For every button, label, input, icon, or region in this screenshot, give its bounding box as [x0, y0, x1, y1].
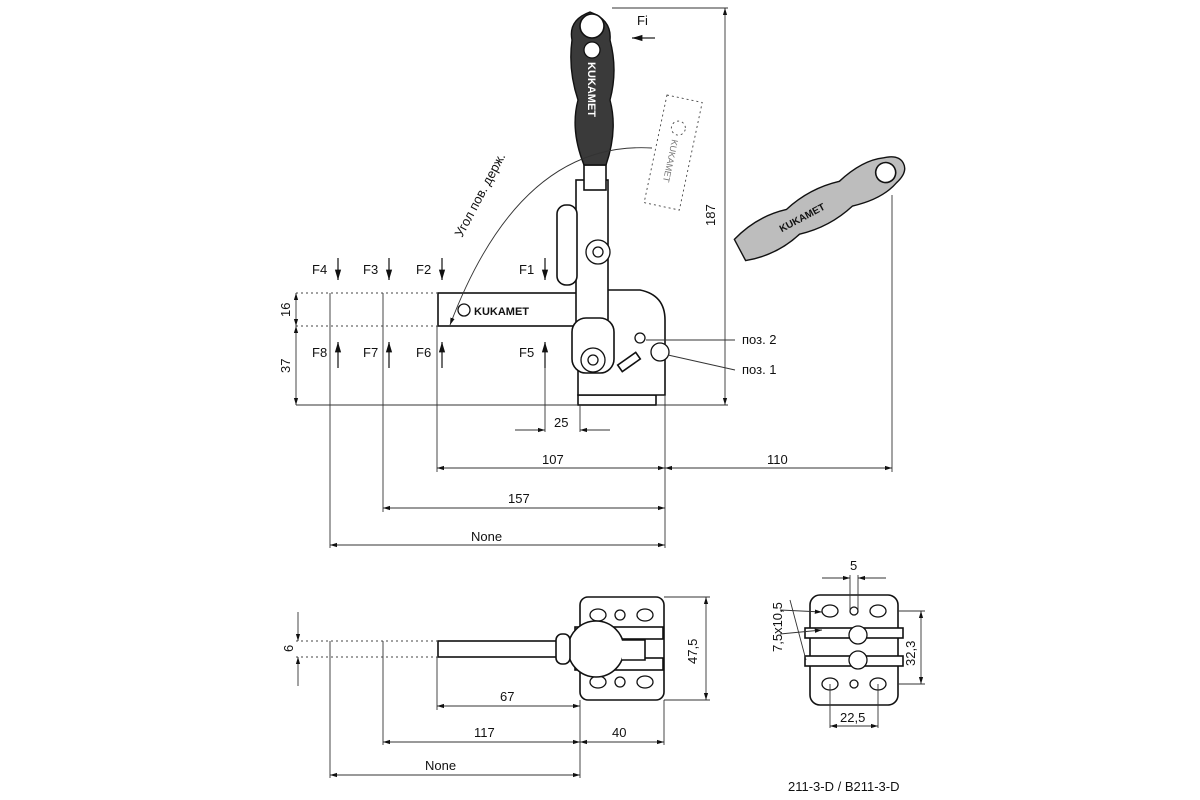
- base-plate: [577, 394, 657, 406]
- flange-hole-bm: [614, 676, 626, 688]
- ghost-handle-upright: KUKAMET: [643, 94, 703, 211]
- detail-dimensions: 5 7,5x10,5 32,3 22,5: [770, 558, 924, 729]
- label-f7: F7: [363, 345, 378, 360]
- dim-none-2: None: [425, 758, 456, 773]
- handle-collar: [583, 164, 607, 191]
- dim-32-3: 32,3: [903, 641, 918, 666]
- dim-5: 5: [850, 558, 857, 573]
- dim-22-5: 22,5: [840, 710, 865, 725]
- handle-brand-text: KUKAMET: [585, 62, 597, 117]
- detail-plate: [809, 594, 899, 706]
- dim-16: 16: [278, 303, 293, 317]
- flange-hole-br: [636, 675, 654, 689]
- logo-icon: [457, 303, 471, 317]
- handle-knob: [579, 13, 605, 39]
- label-f6: F6: [416, 345, 431, 360]
- dim-117: 117: [474, 725, 495, 740]
- detail-hole-tm: [849, 606, 859, 616]
- dim-47-5: 47,5: [685, 639, 700, 664]
- side-view-dimensions: 16 37 25 107 110 157 None 187: [278, 7, 892, 548]
- stop-pin: [616, 351, 642, 373]
- label-pos1: поз. 1: [742, 362, 777, 377]
- dim-40: 40: [612, 725, 626, 740]
- dim-25: 25: [554, 415, 568, 430]
- dim-187: 187: [703, 204, 718, 226]
- dim-107: 107: [542, 452, 564, 467]
- arm-top-clevis: [555, 633, 571, 665]
- base-detail-view: 5 7,5x10,5 32,3 22,5: [770, 558, 925, 729]
- side-view: KUKAMET KUKAMET KUKAMET KUKAMET: [278, 7, 906, 548]
- rotation-arc: [449, 147, 653, 326]
- detail-hole-bm: [849, 679, 859, 689]
- flange-hole-tm: [614, 609, 626, 621]
- force-points-top: F4 F3 F2 F1: [312, 258, 549, 280]
- side-link: [556, 204, 578, 286]
- linkage-pivot-bottom-inner: [587, 354, 599, 366]
- handle-grip: [570, 11, 615, 166]
- open-handle-knob: [874, 161, 897, 184]
- detail-boss-top: [848, 625, 868, 645]
- dim-67: 67: [500, 689, 514, 704]
- pivot-hole-pos1: [650, 342, 670, 362]
- ghost-brand-text: KUKAMET: [661, 139, 680, 184]
- label-f3: F3: [363, 262, 378, 277]
- arm-logo: KUKAMET: [457, 303, 529, 318]
- dim-37: 37: [278, 359, 293, 373]
- dim-157: 157: [508, 491, 530, 506]
- arm-extension: [296, 7, 893, 548]
- handle-logo-icon: [583, 41, 601, 59]
- handle-top-neck: [622, 639, 646, 661]
- flange-hole-tl: [589, 608, 607, 622]
- detail-boss-bottom: [848, 650, 868, 670]
- ghost-handle-logo: [670, 120, 686, 136]
- label-f8: F8: [312, 345, 327, 360]
- open-handle: KUKAMET: [733, 156, 906, 262]
- dim-7-5x10-5: 7,5x10,5: [770, 602, 785, 652]
- label-angle: Угол пов. держ.: [451, 150, 508, 239]
- label-pos2: поз. 2: [742, 332, 777, 347]
- handle-top-knob: [567, 620, 625, 678]
- dim-none-1: None: [471, 529, 502, 544]
- flange-hole-tr: [636, 608, 654, 622]
- arm-top: [437, 640, 563, 658]
- detail-hole-tl: [821, 604, 839, 618]
- label-f5: F5: [519, 345, 534, 360]
- dim-6: 6: [281, 645, 296, 652]
- detail-hole-tr: [869, 604, 887, 618]
- force-points-bottom: F8 F7 F6 F5: [312, 342, 549, 368]
- label-fi: Fi: [637, 13, 648, 28]
- top-view-dimensions: 6 47,5 67 117 40 None: [281, 597, 709, 778]
- flange-hole-bl: [589, 675, 607, 689]
- linkage-pivot-top-inner: [592, 246, 604, 258]
- label-f2: F2: [416, 262, 431, 277]
- dim-line-slot-b: [779, 628, 823, 635]
- label-f1: F1: [519, 262, 534, 277]
- arm-brand-text: KUKAMET: [474, 306, 529, 318]
- open-handle-grip: [733, 156, 906, 262]
- dim-110: 110: [767, 452, 788, 467]
- model-designation: 211-3-D / B211-3-D: [788, 779, 900, 794]
- dim-leader-slot: [789, 599, 807, 661]
- label-f4: F4: [312, 262, 327, 277]
- top-view: 6 47,5 67 117 40 None: [281, 596, 710, 778]
- pivot-hole-pos2: [634, 332, 646, 344]
- dim-line-slot-a: [779, 609, 823, 614]
